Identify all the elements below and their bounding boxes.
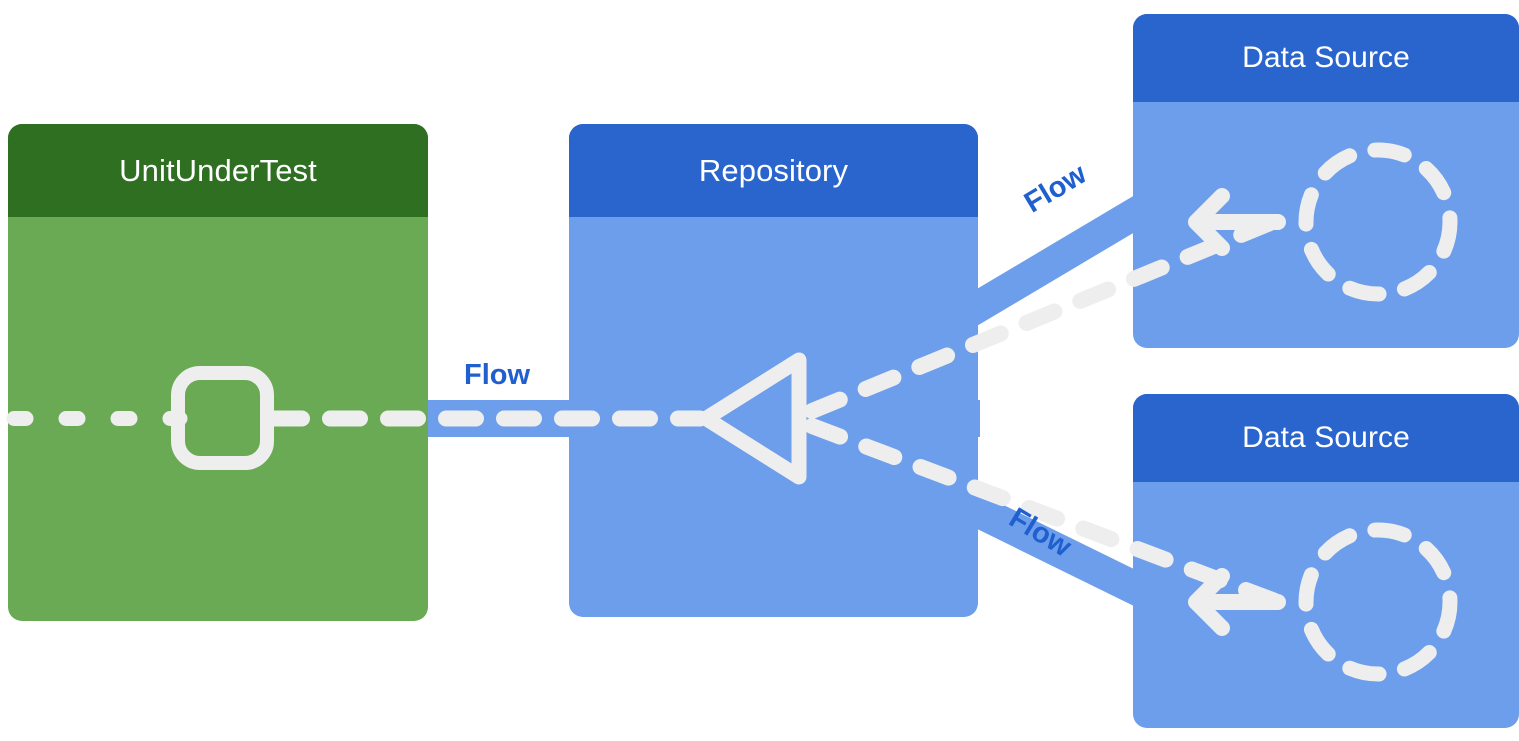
flow-label-main: Flow: [464, 359, 531, 391]
node-repository-title: Repository: [569, 124, 978, 217]
rounded-square-icon: [171, 366, 274, 470]
node-unit-under-test-title: UnitUnderTest: [8, 124, 428, 217]
arrow-left-icon-bottom: [1188, 568, 1286, 636]
flow-dashes-bottom: [804, 418, 1283, 609]
arrow-left-icon-top: [1188, 188, 1286, 256]
node-datasource-bottom[interactable]: Data Source: [1133, 394, 1519, 728]
node-datasource-bottom-title: Data Source: [1133, 394, 1519, 482]
node-datasource-top[interactable]: Data Source: [1133, 14, 1519, 348]
flow-dashes-top: [804, 213, 1283, 419]
dashed-circle-icon-bottom: [1298, 522, 1458, 682]
play-triangle-left-icon: [698, 352, 807, 485]
node-datasource-top-title: Data Source: [1133, 14, 1519, 102]
dashed-circle-icon-top: [1298, 142, 1458, 302]
